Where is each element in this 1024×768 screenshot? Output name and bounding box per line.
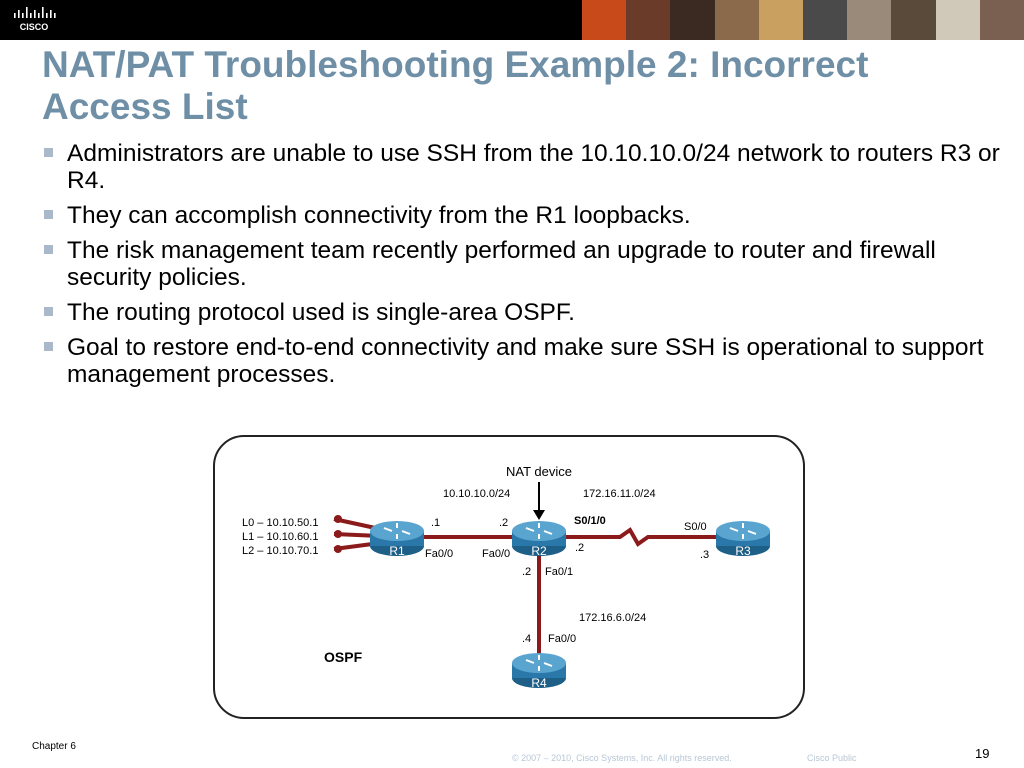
router-r1-label: R1 bbox=[389, 544, 405, 558]
slide-title: NAT/PAT Troubleshooting Example 2: Incor… bbox=[42, 44, 869, 127]
header-photo bbox=[758, 0, 804, 40]
r2-host-left-label: .2 bbox=[499, 517, 508, 529]
bullet-item: They can accomplish connectivity from th… bbox=[42, 202, 1002, 229]
footer-copyright: © 2007 – 2010, Cisco Systems, Inc. All r… bbox=[512, 753, 732, 763]
diagram-border bbox=[213, 435, 805, 719]
r1-host-label: .1 bbox=[431, 517, 440, 529]
link-r2-r3 bbox=[550, 527, 724, 547]
footer-classification: Cisco Public bbox=[807, 753, 857, 763]
nat-arrow-head bbox=[533, 510, 545, 520]
router-r3 bbox=[716, 521, 770, 556]
bullet-text: Administrators are unable to use SSH fro… bbox=[67, 140, 1000, 194]
bullet-square-icon bbox=[44, 210, 53, 219]
router-r4-label: R4 bbox=[531, 676, 547, 690]
header-bar: CISCO bbox=[0, 0, 1024, 40]
cisco-logo: CISCO bbox=[14, 7, 56, 32]
router-r2 bbox=[512, 521, 566, 556]
r2-interface-left-label: Fa0/0 bbox=[482, 548, 510, 560]
network-r2-r4-label: 172.16.6.0/24 bbox=[579, 612, 646, 624]
header-photo bbox=[714, 0, 759, 40]
bullet-list: Administrators are unable to use SSH fro… bbox=[42, 140, 1002, 396]
header-photo bbox=[803, 0, 848, 40]
r2-interface-down-label: Fa0/1 bbox=[545, 566, 573, 578]
r2-host-down-label: .2 bbox=[522, 566, 531, 578]
r2-serial-interface-label: S0/1/0 bbox=[574, 515, 606, 527]
network-r2-r3-label: 172.16.11.0/24 bbox=[583, 488, 656, 500]
bullet-item: The routing protocol used is single-area… bbox=[42, 299, 1002, 326]
router-r2-label: R2 bbox=[531, 544, 547, 558]
bullet-text: The routing protocol used is single-area… bbox=[67, 299, 575, 326]
header-photo bbox=[582, 0, 627, 40]
bullet-square-icon bbox=[44, 148, 53, 157]
header-photo bbox=[979, 0, 1024, 40]
r3-host-label: .3 bbox=[700, 549, 709, 561]
network-r1-r2-label: 10.10.10.0/24 bbox=[443, 488, 510, 500]
loopback-label-l2: L2 – 10.10.70.1 bbox=[242, 545, 318, 557]
router-r1 bbox=[370, 521, 424, 556]
header-photo bbox=[847, 0, 892, 40]
footer-chapter: Chapter 6 bbox=[32, 741, 76, 752]
bullet-item: Administrators are unable to use SSH fro… bbox=[42, 140, 1002, 194]
bullet-item: The risk management team recently perfor… bbox=[42, 237, 1002, 291]
loopback-label-l1: L1 – 10.10.60.1 bbox=[242, 531, 318, 543]
cisco-logo-text: CISCO bbox=[20, 22, 49, 32]
r4-interface-label: Fa0/0 bbox=[548, 633, 576, 645]
router-r3-label: R3 bbox=[735, 544, 751, 558]
header-photo bbox=[935, 0, 980, 40]
r3-interface-label: S0/0 bbox=[684, 521, 707, 533]
page-number: 19 bbox=[975, 746, 990, 761]
bullet-square-icon bbox=[44, 307, 53, 316]
r4-host-label: .4 bbox=[522, 633, 531, 645]
r2-serial-host-label: .2 bbox=[575, 542, 584, 554]
network-diagram: NAT device 10.10.10.0/24 172.16.11.0/24 … bbox=[213, 435, 805, 719]
nat-device-label: NAT device bbox=[506, 464, 572, 479]
r1-interface-label: Fa0/0 bbox=[425, 548, 453, 560]
ospf-label: OSPF bbox=[324, 649, 363, 665]
bullet-text: They can accomplish connectivity from th… bbox=[67, 202, 691, 229]
loopback-label-l0: L0 – 10.10.50.1 bbox=[242, 517, 318, 529]
bullet-text: The risk management team recently perfor… bbox=[67, 237, 936, 291]
loopback-dots bbox=[334, 515, 342, 553]
header-photo bbox=[626, 0, 671, 40]
bullet-square-icon bbox=[44, 245, 53, 254]
header-photo bbox=[891, 0, 936, 40]
photo-strip bbox=[582, 0, 1024, 40]
header-photo bbox=[670, 0, 715, 40]
bullet-item: Goal to restore end-to-end connectivity … bbox=[42, 334, 1002, 388]
router-r4 bbox=[512, 653, 566, 688]
bullet-text: Goal to restore end-to-end connectivity … bbox=[67, 334, 984, 388]
bullet-square-icon bbox=[44, 342, 53, 351]
